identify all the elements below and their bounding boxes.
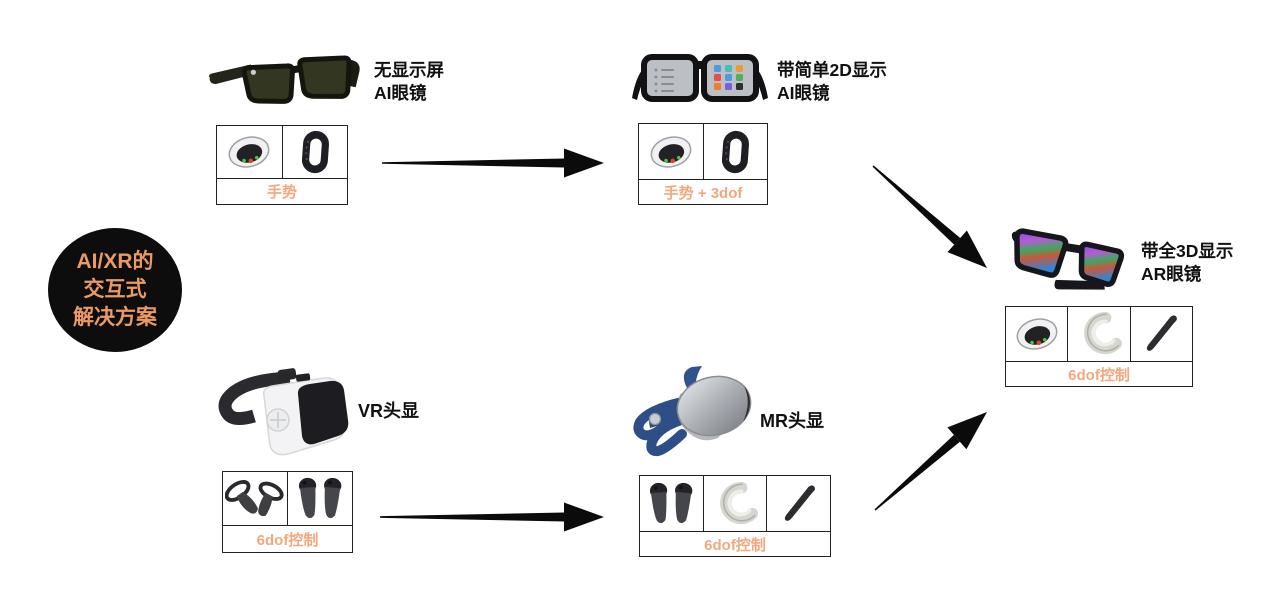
ai-glasses-2d-title: 带简单2D显示 AI眼镜 [777,59,887,105]
control-cell [1006,307,1069,361]
finger-ring-controller-icon [1084,311,1122,355]
arrow-ai-to-2d [382,148,604,178]
wristband-icon [722,130,750,173]
ar-glasses-control-table: 6dof控制 [1005,306,1193,387]
control-cell [767,476,830,531]
ai-glasses-2d-title-line2: AI眼镜 [777,83,830,103]
mr-headset-control-label: 6dof控制 [640,531,830,556]
ai-glasses-title: 无显示屏 AI眼镜 [374,59,444,105]
hub-circle: AI/XR的 交互式 解决方案 [48,228,182,352]
smart-ring-icon [228,136,270,168]
ai-glasses-title-line2: AI眼镜 [374,83,427,103]
vr-headset-control-label: 6dof控制 [223,525,352,552]
vr-headset-icon [218,368,349,456]
smart-ring-icon [650,135,692,168]
wand-controllers-icon [298,477,342,518]
finger-ring-controller-icon [720,481,758,524]
ai-glasses-2d-image [629,44,771,120]
ai-glasses-title-line1: 无显示屏 [374,60,444,80]
stylus-icon [1147,315,1178,351]
vr-headset-control-table: 6dof控制 [222,471,353,553]
smart-ring-icon [1016,318,1058,350]
control-cell [217,126,283,178]
mr-headset-control-table: 6dof控制 [639,475,831,557]
control-cell [639,124,704,179]
ar-glasses-control-label: 6dof控制 [1006,361,1192,386]
control-cell [288,472,352,525]
ar-glasses-image [1001,216,1141,304]
display-glasses-icon [632,54,768,102]
stylus-icon [784,484,815,521]
vr-headset-title-line1: VR头显 [358,401,420,421]
sunglasses-icon [209,55,360,104]
hub-line-2: 交互式 [83,278,147,301]
ai-glasses-control-label: 手势 [217,178,347,204]
wristband-icon [301,130,329,174]
ar-glasses-title: 带全3D显示 AR眼镜 [1141,240,1233,286]
wand-controllers-icon [650,482,693,523]
ai-glasses-2d-title-line1: 带简单2D显示 [777,60,887,80]
arrow-mr-to-ar [874,412,987,511]
hub-line-1: AI/XR的 [76,250,154,273]
control-cell [704,476,768,531]
mr-headset-icon [633,366,752,457]
ar-glasses-icon [1011,228,1125,290]
hub-line-3: 解决方案 [73,306,157,329]
ai-glasses-2d-control-table: 手势 + 3dof [638,123,768,205]
arrow-vr-to-mr [380,502,604,532]
vr-headset-image [212,362,360,466]
control-cell [223,472,288,525]
ring-touch-controllers-icon [225,479,284,516]
ai-glasses-2d-control-label: 手势 + 3dof [639,179,767,204]
control-cell [640,476,704,531]
mr-headset-title-line1: MR头显 [760,411,824,431]
control-cell [283,126,348,178]
ai-glasses-image [202,40,372,120]
ai-glasses-control-table: 手势 [216,125,348,205]
arrow-2d-to-ar [872,165,987,268]
mr-headset-image [630,362,756,470]
control-cell [704,124,768,179]
control-cell [1068,307,1131,361]
ar-glasses-title-line1: 带全3D显示 [1141,241,1234,261]
mr-headset-title: MR头显 [760,410,824,433]
control-cell [1131,307,1192,361]
vr-headset-title: VR头显 [358,400,419,423]
ar-glasses-title-line2: AR眼镜 [1141,264,1202,284]
